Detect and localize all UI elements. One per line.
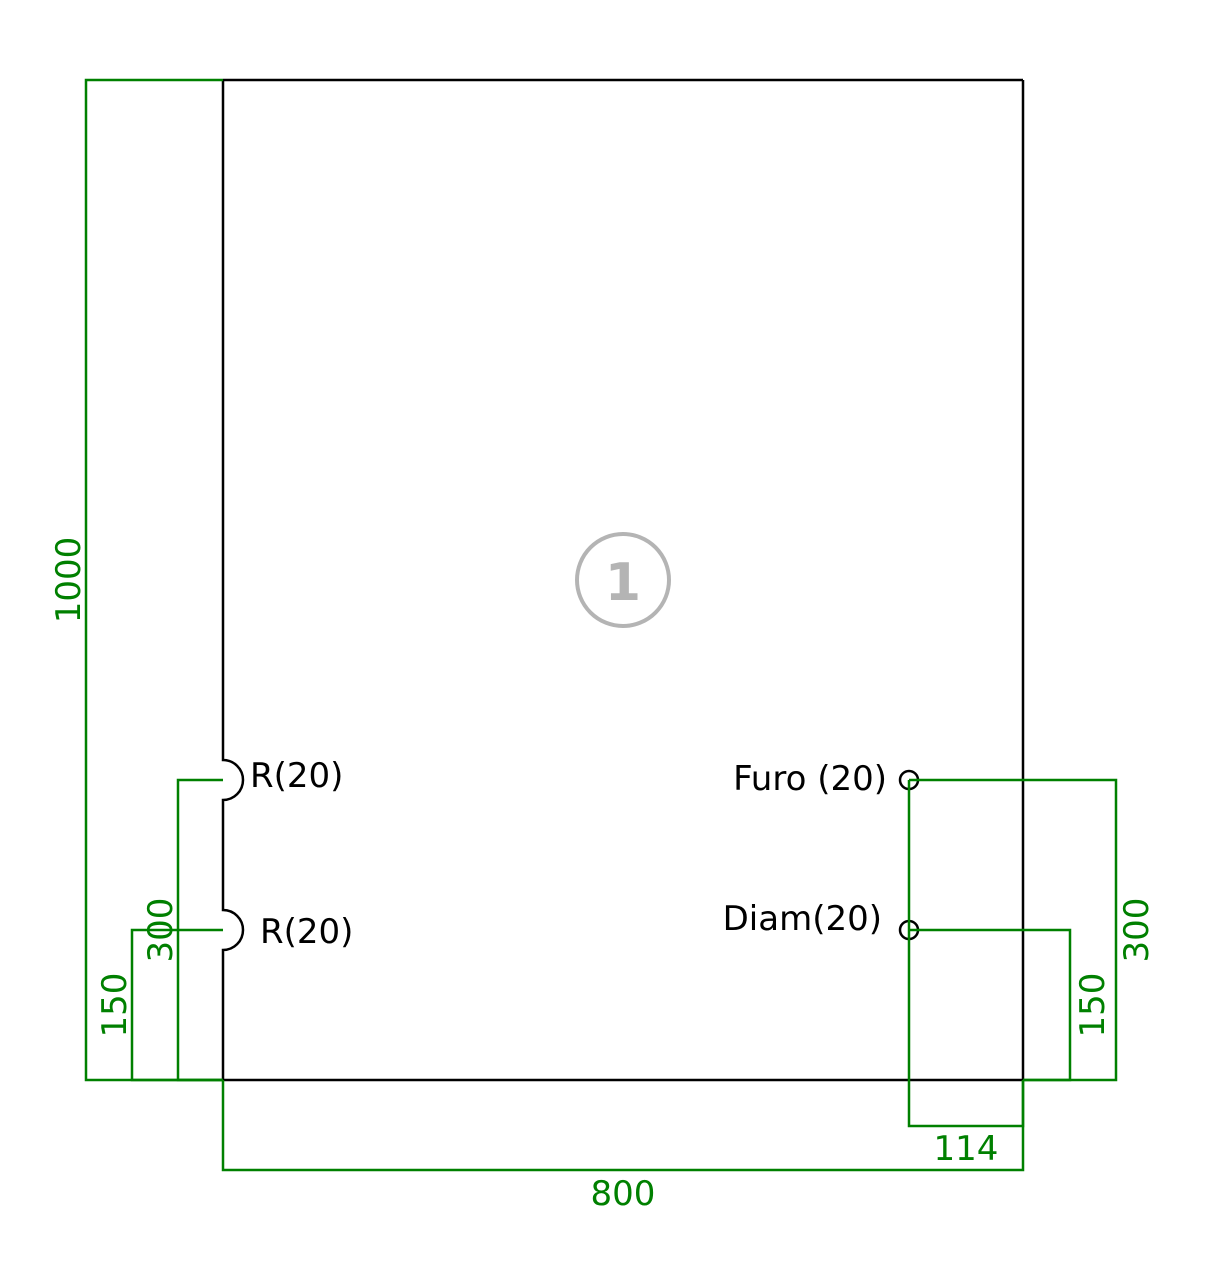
notch-top-label: R(20) [250,756,343,796]
part-number-circle [575,532,671,628]
hole-top-label: Furo (20) [733,759,887,799]
dimension-width-text: 800 [591,1174,656,1214]
dimension-left-150-line [130,928,223,1082]
dimension-right-150: 150 [909,928,1113,1082]
dimension-left-150: 150 [95,928,223,1082]
dimension-right-150-line [909,928,1072,1082]
part-number: 1 [605,553,641,613]
notch-bottom-label: R(20) [260,912,353,952]
part-number-balloon: 1 [575,532,671,628]
dimension-left-150-text: 150 [95,973,135,1038]
dimension-height-text: 1000 [49,537,89,624]
hole-bottom-label: Diam(20) [723,899,882,939]
dimension-right-300-text: 300 [1117,898,1157,963]
part-outline [221,78,1025,1082]
dimension-hole-offset-text: 114 [934,1129,999,1169]
panel-left-edge [221,80,245,1080]
dimension-width: 800 [221,1080,1025,1214]
dimension-width-line [221,1080,1025,1172]
dimension-hole-offset: 114 [907,780,1025,1169]
dimension-right-150-text: 150 [1073,973,1113,1038]
dimension-right-300: 300 [909,778,1157,1082]
dimension-hole-offset-line [907,780,1025,1128]
